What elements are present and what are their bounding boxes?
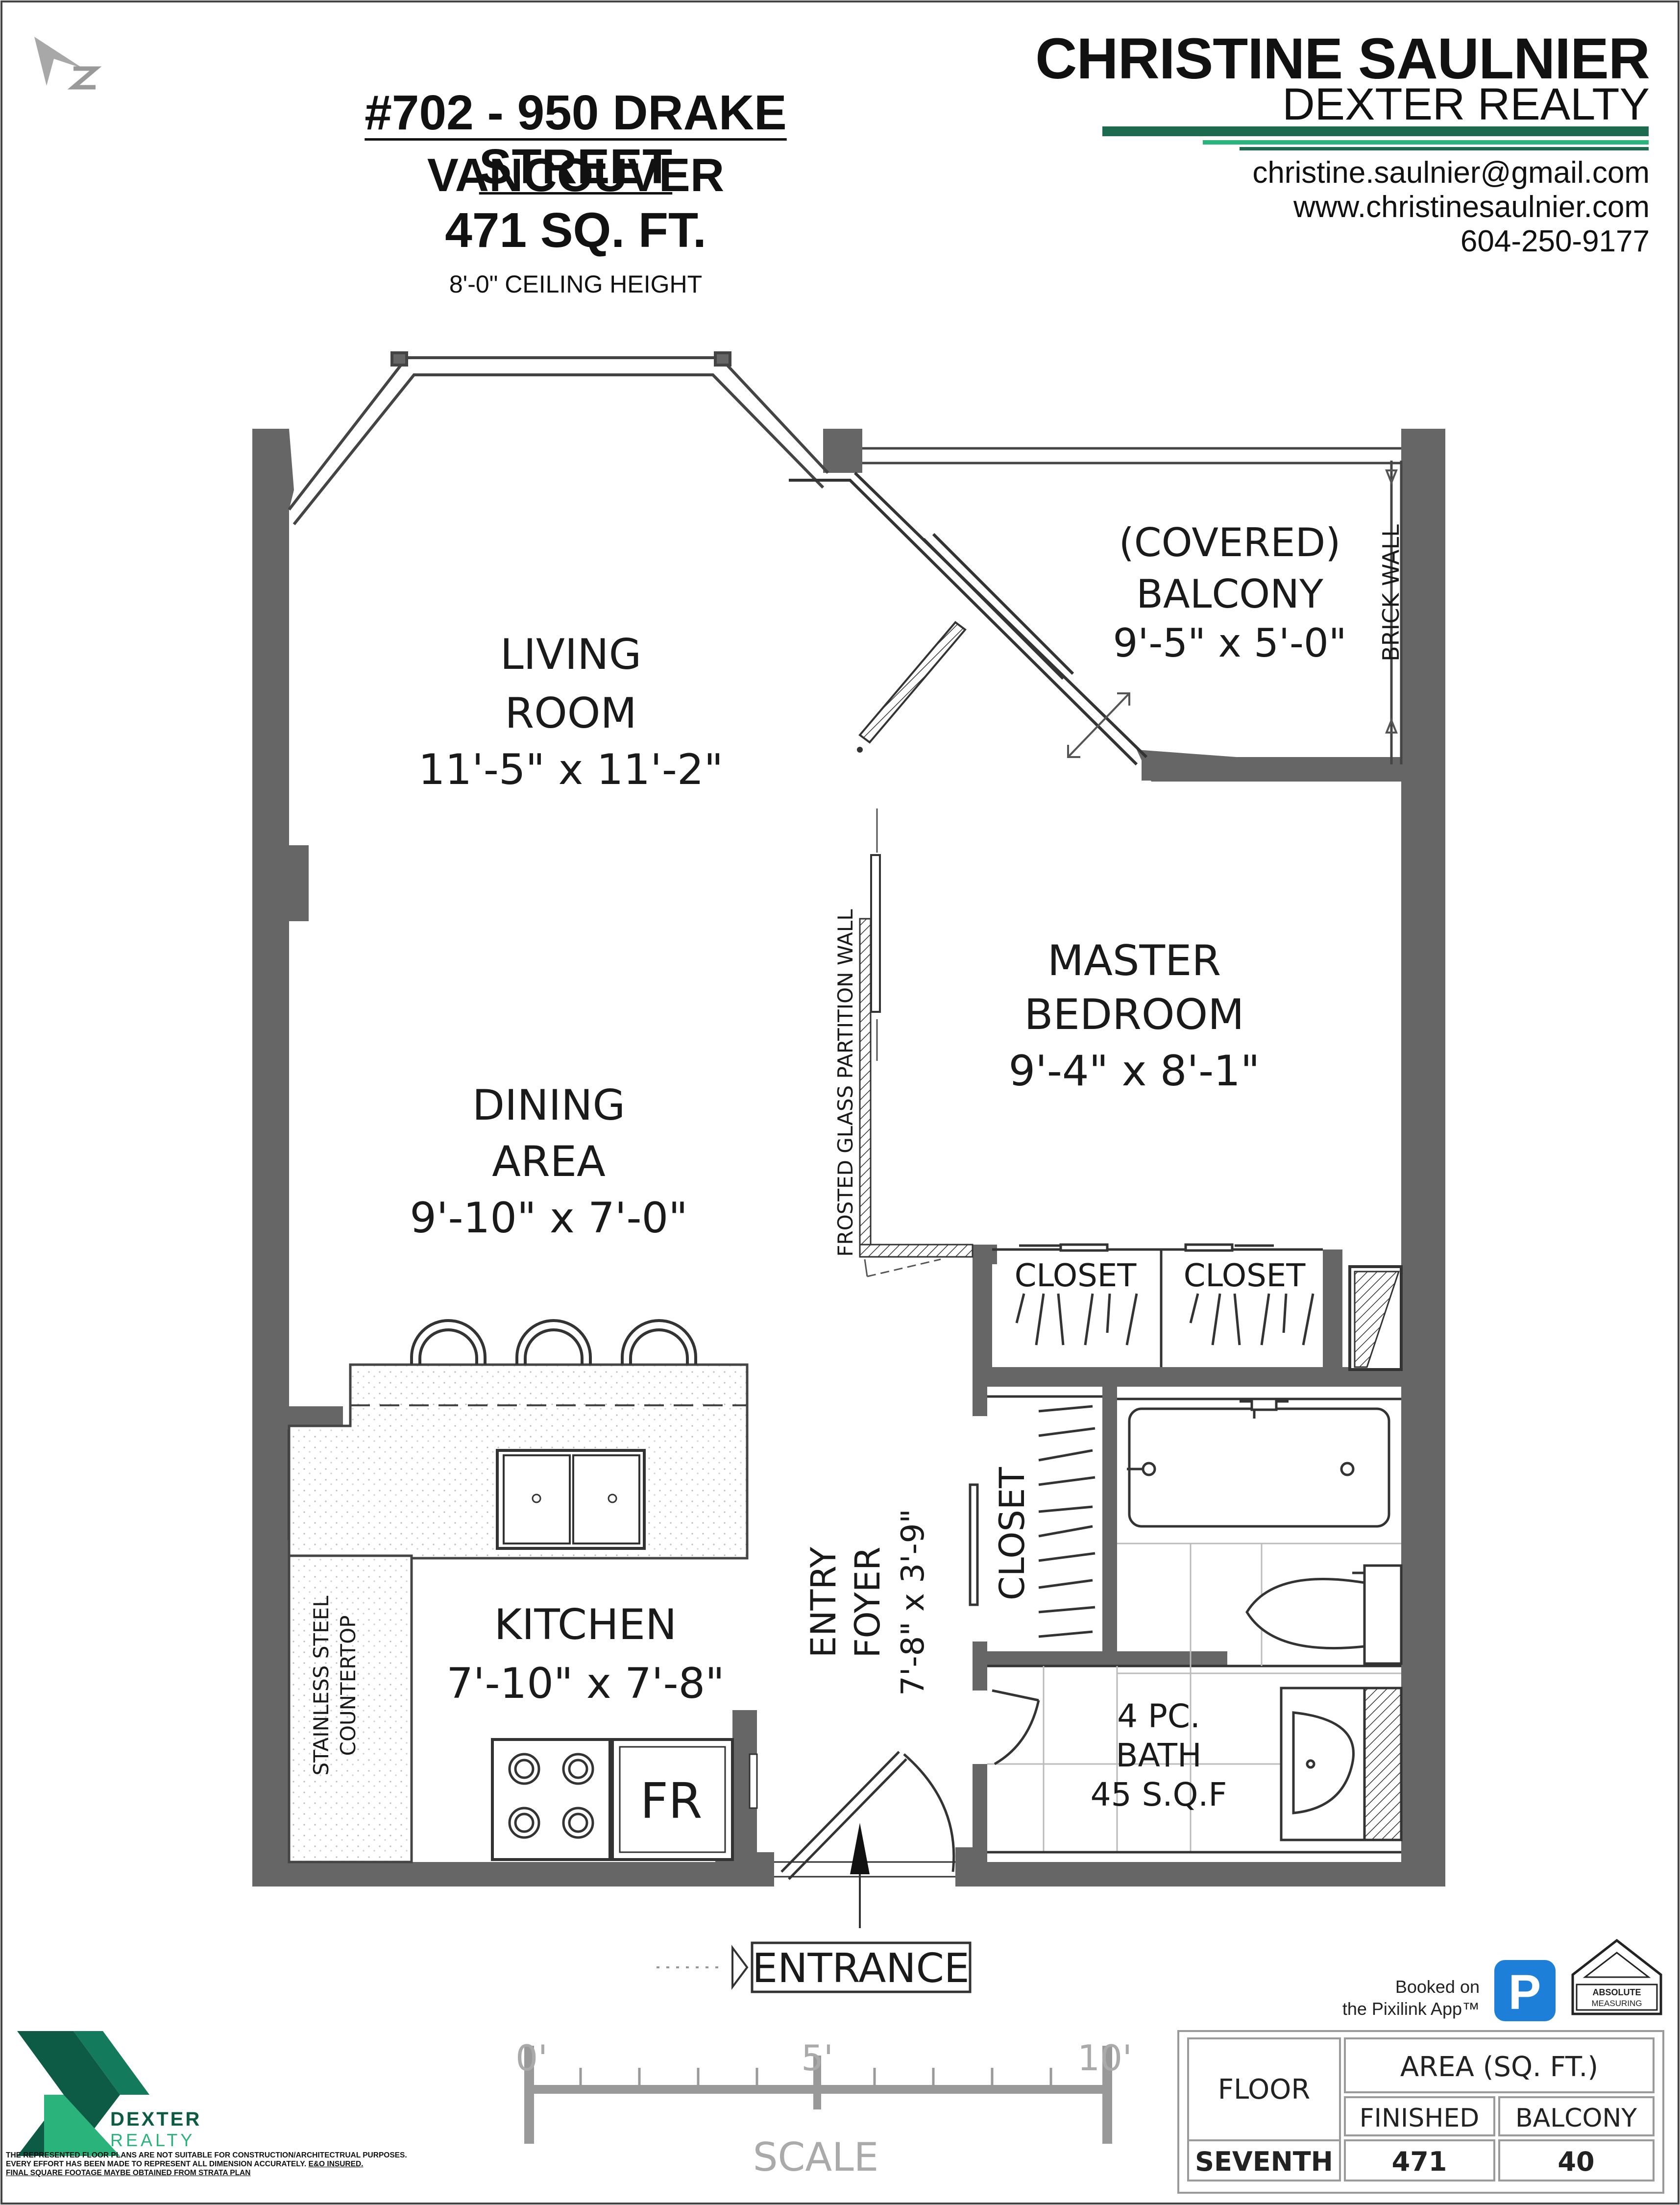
table-floor-value: SEVENTH — [1195, 2146, 1333, 2177]
balcony-label: (COVERED) — [1119, 520, 1341, 565]
north-arrow-icon — [34, 37, 102, 90]
foyer-closet-label: CLOSET — [992, 1467, 1032, 1600]
table-balcony-value: 40 — [1558, 2146, 1594, 2177]
pixilink-app-icon — [1494, 1960, 1556, 2021]
accent-bar — [1203, 140, 1649, 145]
countertop-label: STAINLESS STEEL — [309, 1595, 333, 1776]
brick-wall-label: BRICK WALL — [1378, 524, 1404, 662]
dining-area-label: DINING — [472, 1081, 625, 1130]
disclaimer-line: THE REPRESENTED FLOOR PLANS ARE NOT SUIT… — [6, 2151, 407, 2159]
entrance: ENTRANCE — [657, 1941, 972, 1993]
entrance-arrow-icon — [850, 1823, 870, 1874]
table-finished-value: 471 — [1392, 2146, 1447, 2177]
city-title: VANCOUVER — [427, 149, 725, 201]
closet-left-label: CLOSET — [1015, 1258, 1137, 1294]
closet-right-label: CLOSET — [1184, 1258, 1306, 1294]
disclaimer-insured: E&O INSURED. — [308, 2160, 364, 2168]
living-room-dimensions: 11'-5" x 11'-2" — [418, 745, 723, 794]
balcony-door[interactable] — [789, 471, 1148, 766]
booking-line2: the Pixilink App™ — [1342, 1999, 1480, 2019]
kitchen-label: KITCHEN — [494, 1600, 677, 1649]
agent-name: CHRISTINE SAULNIER — [1035, 26, 1650, 91]
partition-wall-label: FROSTED GLASS PARTITION WALL — [833, 909, 857, 1257]
agent-brokerage: DEXTER REALTY — [1282, 79, 1650, 129]
table-finished-header: FINISHED — [1360, 2104, 1480, 2133]
balcony-dimensions: 9'-5" x 5'-0" — [1113, 620, 1346, 666]
master-bedroom-label: BEDROOM — [1024, 990, 1244, 1039]
agent-phone[interactable]: 604-250-9177 — [1460, 224, 1650, 258]
accent-bar — [1240, 147, 1649, 150]
brick-wall-arrow-icon — [1385, 469, 1398, 734]
kitchen — [288, 1319, 758, 1863]
area-table — [1177, 2030, 1664, 2194]
address-title: #702 - 950 DRAKE STREET — [365, 85, 787, 194]
living-room-label: ROOM — [505, 689, 636, 738]
bedroom-closets — [992, 1243, 1323, 1367]
frosted-glass-partition — [859, 808, 974, 1277]
balcony-railing — [862, 447, 1403, 764]
agent-website[interactable]: www.christinesaulnier.com — [1293, 190, 1650, 224]
foyer-dimensions: 7'-8" x 3'-9" — [895, 1509, 931, 1696]
fridge-label: FR — [640, 1772, 702, 1830]
countertop-label: COUNTERTOP — [336, 1616, 360, 1756]
logo-line1: DEXTER — [110, 2108, 201, 2130]
table-balcony-header: BALCONY — [1515, 2104, 1637, 2133]
living-room-label: LIVING — [500, 630, 641, 679]
accent-bar — [1102, 126, 1649, 136]
scale-tick-0: 0' — [515, 2037, 548, 2079]
area-title: 471 SQ. FT. — [445, 203, 706, 258]
master-bedroom-dimensions: 9'-4" x 8'-1" — [1009, 1047, 1260, 1096]
absolute-measuring-badge-icon — [1571, 1938, 1662, 2015]
ceiling-height: 8'-0" CEILING HEIGHT — [449, 270, 703, 298]
kitchen-dimensions: 7'-10" x 7'-8" — [446, 1659, 725, 1708]
scale-label: SCALE — [753, 2134, 878, 2180]
table-area-header: AREA (SQ. FT.) — [1400, 2051, 1598, 2083]
scale-tick-10: 10' — [1077, 2037, 1132, 2079]
pixilink-app-letter: P — [1509, 1965, 1541, 2020]
foyer-label: ENTRY — [803, 1547, 844, 1658]
door-swing-arrow-icon — [1067, 692, 1130, 758]
dining-area-label: AREA — [492, 1137, 606, 1186]
bath-area: 45 S.Q.F — [1091, 1776, 1227, 1813]
dexter-realty-logo-icon — [17, 2031, 149, 2156]
scale-bar — [524, 2046, 1112, 2144]
bathroom — [987, 1397, 1403, 1854]
foyer-closet — [969, 1395, 1102, 1638]
logo-line2: REALTY — [110, 2130, 195, 2150]
walls — [252, 429, 1445, 1886]
badge-line2: MEASURING — [1592, 1999, 1642, 2008]
bath-label: 4 PC. — [1117, 1697, 1200, 1735]
master-bedroom-label: MASTER — [1047, 936, 1221, 985]
scale-tick-5: 5' — [801, 2037, 833, 2079]
bath-label: BATH — [1116, 1737, 1201, 1774]
entrance-label: ENTRANCE — [752, 1945, 969, 1992]
agent-email[interactable]: christine.saulnier@gmail.com — [1252, 156, 1650, 190]
badge-line1: ABSOLUTE — [1593, 1987, 1641, 1997]
bay-window — [288, 351, 829, 525]
disclaimer-line: FINAL SQUARE FOOTAGE MAYBE OBTAINED FROM… — [6, 2169, 251, 2177]
disclaimer: THE REPRESENTED FLOOR PLANS ARE NOT SUIT… — [6, 2151, 476, 2178]
disclaimer-line: EVERY EFFORT HAS BEEN MADE TO REPRESENT … — [6, 2160, 364, 2168]
balcony-label: BALCONY — [1136, 571, 1324, 617]
partition-wall-diagonal — [858, 621, 967, 744]
fridge — [611, 1738, 734, 1861]
dining-area-dimensions: 9'-10" x 7'-0" — [410, 1194, 688, 1243]
foyer-label: FOYER — [848, 1546, 888, 1658]
booking-line1: Booked on — [1395, 1977, 1480, 1997]
table-floor-header: FLOOR — [1218, 2074, 1310, 2106]
